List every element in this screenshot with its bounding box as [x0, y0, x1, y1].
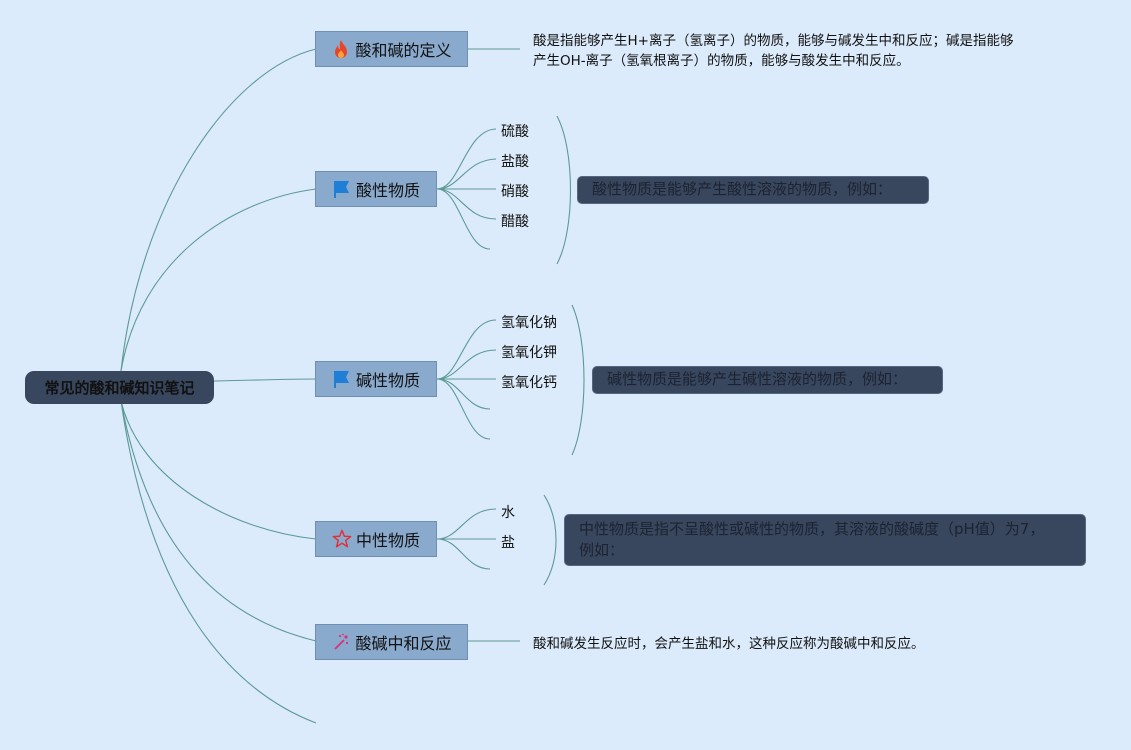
acid-summary[interactable]: 酸性物质是能够产生酸性溶液的物质，例如：: [577, 176, 929, 204]
topic-definition[interactable]: 酸和碱的定义: [315, 31, 468, 67]
blue-flag-icon: [332, 369, 352, 389]
root-topic[interactable]: 常见的酸和碱知识笔记: [25, 371, 214, 404]
acid-item-2[interactable]: 盐酸: [501, 154, 529, 170]
neutral-summary-line-2: 例如：: [579, 541, 625, 559]
acid-item-4[interactable]: 醋酸: [501, 214, 529, 230]
neutral-item-1[interactable]: 水: [501, 505, 515, 521]
topic-neutral[interactable]: 中性物质: [315, 521, 437, 557]
neutralization-note-line-1: 酸和碱发生反应时，会产生盐和水，这种反应称为酸碱中和反应。: [533, 636, 925, 652]
root-topic-label: 常见的酸和碱知识笔记: [44, 379, 195, 397]
base-summary[interactable]: 碱性物质是能够产生碱性溶液的物质，例如：: [592, 366, 943, 394]
star-icon: [332, 529, 352, 549]
definition-note-line-1: 酸是指能够产生H+离子（氢离子）的物质，能够与碱发生中和反应；碱是指能够: [533, 33, 1014, 49]
base-item-2[interactable]: 氢氧化钾: [501, 345, 557, 361]
topic-neutralization-label: 酸碱中和反应: [355, 634, 452, 653]
sparkle-icon: [331, 632, 351, 652]
acid-item-1[interactable]: 硫酸: [501, 124, 529, 140]
neutral-summary-line-1: 中性物质是指不呈酸性或碱性的物质，其溶液的酸碱度（pH值）为7，: [579, 520, 1045, 538]
fire-icon: [331, 39, 351, 59]
definition-note-line-2: 产生OH-离子（氢氧根离子）的物质，能够与酸发生中和反应。: [533, 53, 910, 69]
acid-item-3[interactable]: 硝酸: [501, 184, 529, 200]
topic-definition-label: 酸和碱的定义: [355, 41, 452, 60]
base-item-1[interactable]: 氢氧化钠: [501, 315, 557, 331]
blue-flag-icon: [332, 179, 352, 199]
topic-basic-label: 碱性物质: [355, 371, 420, 390]
topic-acidic[interactable]: 酸性物质: [315, 171, 437, 207]
topic-neutral-label: 中性物质: [355, 531, 420, 550]
topic-acidic-label: 酸性物质: [355, 181, 420, 200]
neutral-summary[interactable]: 中性物质是指不呈酸性或碱性的物质，其溶液的酸碱度（pH值）为7， 例如：: [564, 514, 1086, 566]
topic-neutralization[interactable]: 酸碱中和反应: [315, 624, 468, 660]
base-item-3[interactable]: 氢氧化钙: [501, 375, 557, 391]
topic-basic[interactable]: 碱性物质: [315, 361, 437, 397]
neutralization-note: 酸和碱发生反应时，会产生盐和水，这种反应称为酸碱中和反应。: [533, 634, 925, 654]
definition-note: 酸是指能够产生H+离子（氢离子）的物质，能够与碱发生中和反应；碱是指能够 产生O…: [533, 31, 1013, 71]
neutral-item-2[interactable]: 盐: [501, 535, 515, 551]
